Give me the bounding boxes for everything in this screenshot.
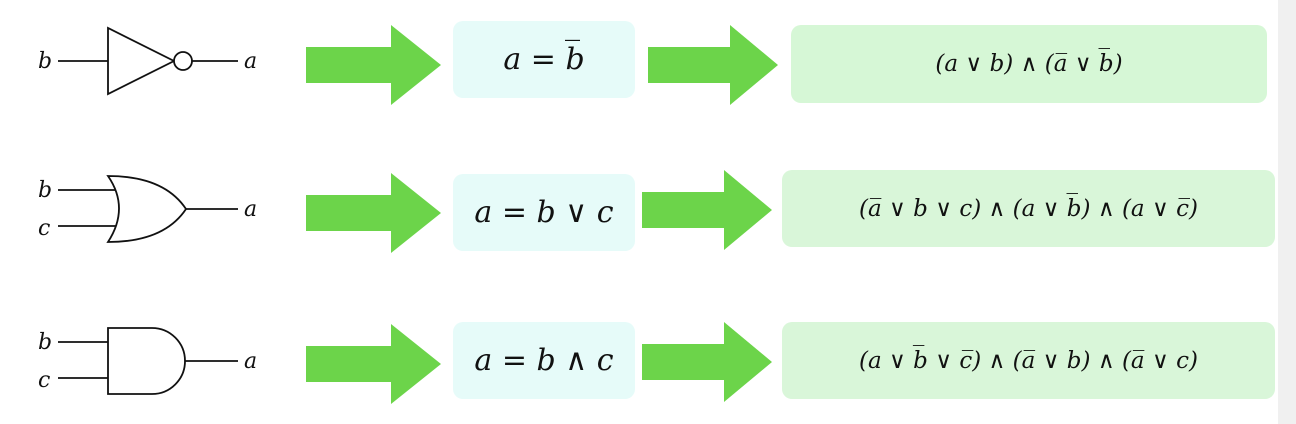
and-cnf-box: (a ∨ b̅ ∨ c̅) ∧ (a̅ ∨ b) ∧ (a̅ ∨ c) xyxy=(782,322,1275,399)
or-gate-input-b-label: b xyxy=(38,178,52,203)
arrow-right-icon xyxy=(648,25,778,105)
not-gate-input-b-label: b xyxy=(38,49,52,74)
not-equation-box: a = b̅ xyxy=(453,21,635,98)
arrow-right-icon xyxy=(306,25,441,105)
arrow-right-icon xyxy=(642,322,772,402)
arrow-right-icon xyxy=(642,170,772,250)
or-cnf-box: (a̅ ∨ b ∨ c) ∧ (a ∨ b̅) ∧ (a ∨ c̅) xyxy=(782,170,1275,247)
and-gate-symbol: b c a xyxy=(38,327,257,395)
and-equation-box: a = b ∧ c xyxy=(453,322,635,399)
and-gate-input-b-label: b xyxy=(38,330,52,355)
and-cnf: (a ∨ b̅ ∨ c̅) ∧ (a̅ ∨ b) ∧ (a̅ ∨ c) xyxy=(859,347,1198,374)
or-gate-input-c-label: c xyxy=(38,216,50,241)
not-cnf: (a ∨ b) ∧ (a̅ ∨ b̅) xyxy=(935,51,1123,77)
not-gate-symbol: b a xyxy=(38,26,257,96)
and-gate: b c a xyxy=(30,320,280,400)
arrow-right-icon xyxy=(306,324,441,404)
arrow-right-icon xyxy=(306,173,441,253)
not-equation: a = b̅ xyxy=(503,42,585,77)
and-equation: a = b ∧ c xyxy=(474,343,614,378)
or-equation-box: a = b ∨ c xyxy=(453,174,635,251)
not-gate-output-a-label: a xyxy=(244,49,257,74)
and-gate-input-c-label: c xyxy=(38,368,50,393)
not-cnf-box: (a ∨ b) ∧ (a̅ ∨ b̅) xyxy=(791,25,1267,103)
or-cnf: (a̅ ∨ b ∨ c) ∧ (a ∨ b̅) ∧ (a ∨ c̅) xyxy=(859,195,1198,222)
or-gate-output-a-label: a xyxy=(244,197,257,222)
not-gate: b a xyxy=(30,20,280,100)
or-equation: a = b ∨ c xyxy=(474,195,614,230)
right-edge-strip xyxy=(1278,0,1296,424)
and-gate-output-a-label: a xyxy=(244,349,257,374)
or-gate: b c a xyxy=(30,168,280,248)
or-gate-symbol: b c a xyxy=(38,175,257,243)
